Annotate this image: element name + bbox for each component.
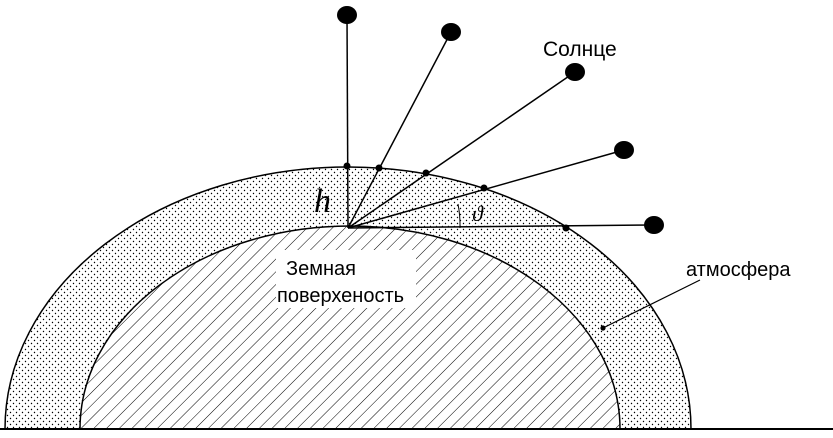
- atmosphere-crossing-point-4: [480, 184, 488, 192]
- sun-rays: [337, 6, 664, 234]
- sun-position-3: [565, 63, 585, 81]
- atmosphere-crossing-point-3: [422, 169, 430, 177]
- sun-position-1: [337, 6, 357, 24]
- sun-position-4: [614, 141, 634, 159]
- sun-ray-3: [347, 71, 576, 229]
- angle-arc: [457, 203, 461, 229]
- atmosphere-pointer-line: [602, 279, 701, 329]
- surface-label-background: [276, 250, 416, 308]
- angle-label: ϑ: [472, 201, 484, 226]
- sun-ray-5: [347, 224, 655, 229]
- sun-position-5: [644, 216, 664, 234]
- atmosphere-label: атмосфера: [686, 259, 791, 281]
- atmosphere-crossing-point-2: [375, 164, 383, 172]
- sun-label: Солнце: [543, 38, 617, 61]
- sun-ray-2: [347, 31, 452, 229]
- surface-label-line1: Земная: [286, 258, 356, 280]
- atmosphere-pointer-dot: [600, 325, 606, 331]
- atmosphere-crossing-point-5: [562, 224, 570, 232]
- surface-label-line2: поверхеность: [277, 285, 404, 307]
- sun-position-2: [441, 23, 461, 41]
- sun-ray-1: [346, 14, 349, 229]
- atmosphere-crossing-point-1: [343, 162, 351, 170]
- height-label: h: [314, 183, 331, 220]
